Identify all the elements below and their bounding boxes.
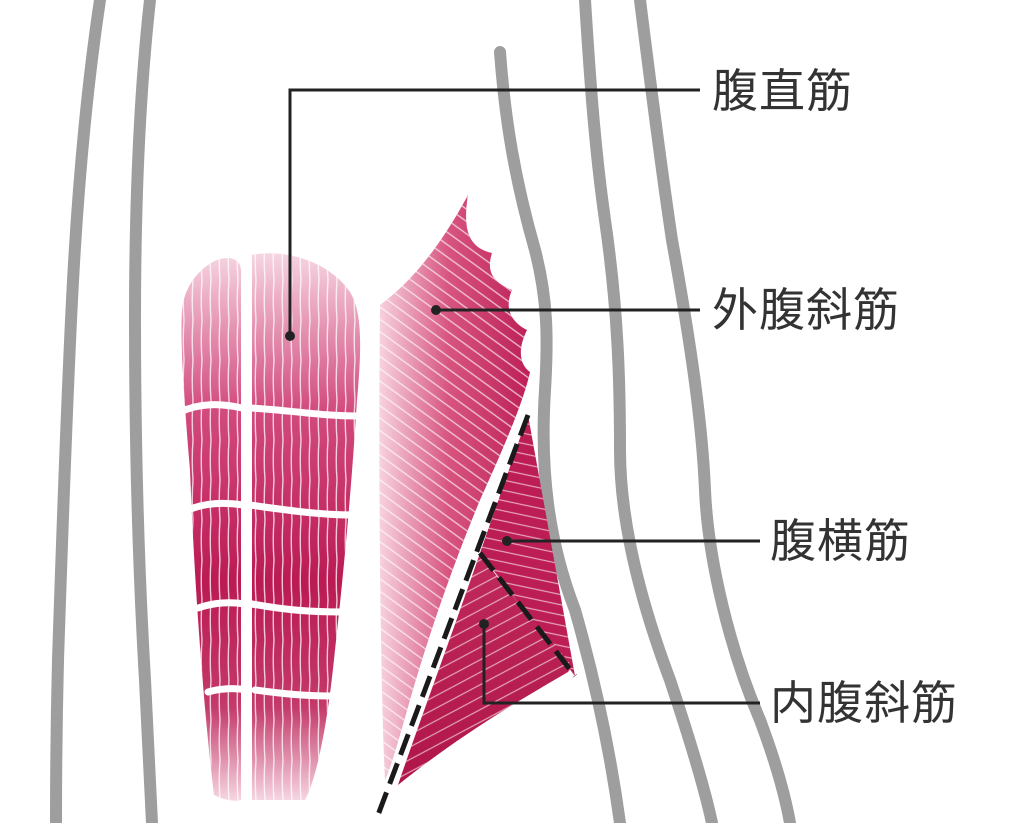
label-rectus-abdominis: 腹直筋 [712,64,853,118]
label-external-oblique: 外腹斜筋 [712,283,900,337]
dashed-line-branch [478,551,577,678]
body-outline-left-inner [128,0,158,823]
label-transversus-abdominis: 腹横筋 [770,514,911,568]
leader-lines [288,88,760,705]
leader-dot-transversus [502,536,512,546]
leader-line-internal-oblique [482,624,760,705]
dashed-boundaries [375,414,577,816]
leader-line-rectus [288,88,700,336]
leader-dot-rectus [285,331,295,341]
dashed-line-main [375,414,531,816]
body-outline [50,0,796,823]
leader-dot-internal-oblique [479,619,489,629]
body-outline-center [494,46,626,823]
body-outline-right-inner [579,0,718,823]
rectus-abdominis-muscle [176,253,362,801]
leader-dot-external-oblique [431,305,441,315]
leader-dots [285,305,512,629]
tendinous-intersections [176,401,362,700]
label-internal-oblique: 内腹斜筋 [770,676,958,730]
body-outline-right-outer [634,0,796,823]
body-outline-left-outer [50,0,106,823]
